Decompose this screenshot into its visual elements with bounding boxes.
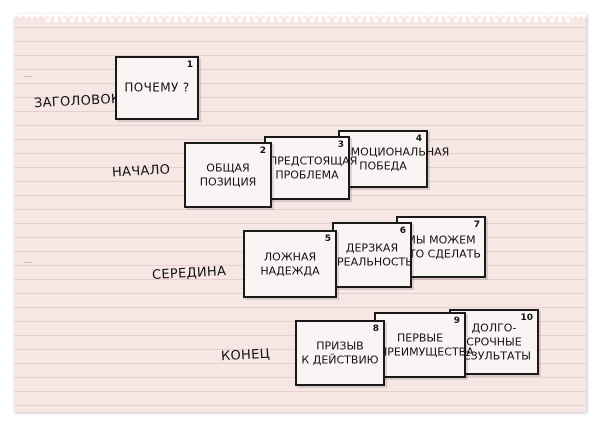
storyboard-card-3: 3 ПРЕДСТОЯЩАЯ ПРОБЛЕМА [264, 136, 358, 200]
notebook-sheet: ЗАГОЛОВОК НАЧАЛО СЕРЕДИНА КОНЕЦ 1 ПОЧЕМУ… [14, 14, 586, 412]
card-number: 9 [453, 316, 460, 326]
storyboard-card-1: 1 ПОЧЕМУ ? [115, 56, 199, 120]
spiral-holes [44, 16, 574, 24]
card-text: ПОЧЕМУ ? [124, 80, 190, 95]
row-label-middle: СЕРЕДИНА [151, 264, 227, 283]
card-text: ОБЩАЯ ПОЗИЦИЯ [199, 161, 257, 188]
card-number: 7 [473, 220, 480, 230]
storyboard-card-6: 6 ДЕРЗКАЯ РЕАЛЬНОСТЬ [332, 222, 413, 288]
card-number: 8 [372, 324, 379, 334]
card-number: 6 [399, 226, 406, 236]
card-text: ЛОЖНАЯ НАДЕЖДА [260, 250, 320, 277]
margin-mark [24, 262, 32, 263]
row-label-end: КОНЕЦ [220, 346, 271, 365]
row-label-beginning: НАЧАЛО [111, 162, 171, 181]
card-text: ЭМОЦИОНАЛЬНАЯ ПОБЕДА [343, 145, 450, 172]
storyboard-card-2: 2 ОБЩАЯ ПОЗИЦИЯ [184, 142, 272, 208]
card-number: 1 [186, 60, 193, 70]
card-number: 2 [259, 146, 266, 156]
card-text: ПРИЗЫВ К ДЕЙСТВИЮ [301, 339, 379, 366]
card-text: ДОЛГО- СРОЧНЫЕ РЕЗУЛЬТАТЫ [457, 321, 531, 362]
storyboard-card-5: 5 ЛОЖНАЯ НАДЕЖДА [243, 230, 337, 298]
row-label-header: ЗАГОЛОВОК [33, 91, 121, 112]
card-number: 5 [324, 234, 331, 244]
card-number: 3 [337, 140, 344, 150]
card-text: ДЕРЗКАЯ РЕАЛЬНОСТЬ [337, 241, 413, 268]
card-number: 4 [415, 134, 422, 144]
storyboard-card-8: 8 ПРИЗЫВ К ДЕЙСТВИЮ [295, 320, 385, 386]
margin-mark [24, 76, 32, 77]
card-number: 10 [520, 313, 533, 323]
storyboard-card-9: 9 ПЕРВЫЕ ПРЕИМУЩЕСТВА [374, 312, 474, 378]
card-text: ПЕРВЫЕ ПРЕИМУЩЕСТВА [379, 331, 474, 358]
card-text: ПРЕДСТОЯЩАЯ ПРОБЛЕМА [269, 154, 358, 181]
